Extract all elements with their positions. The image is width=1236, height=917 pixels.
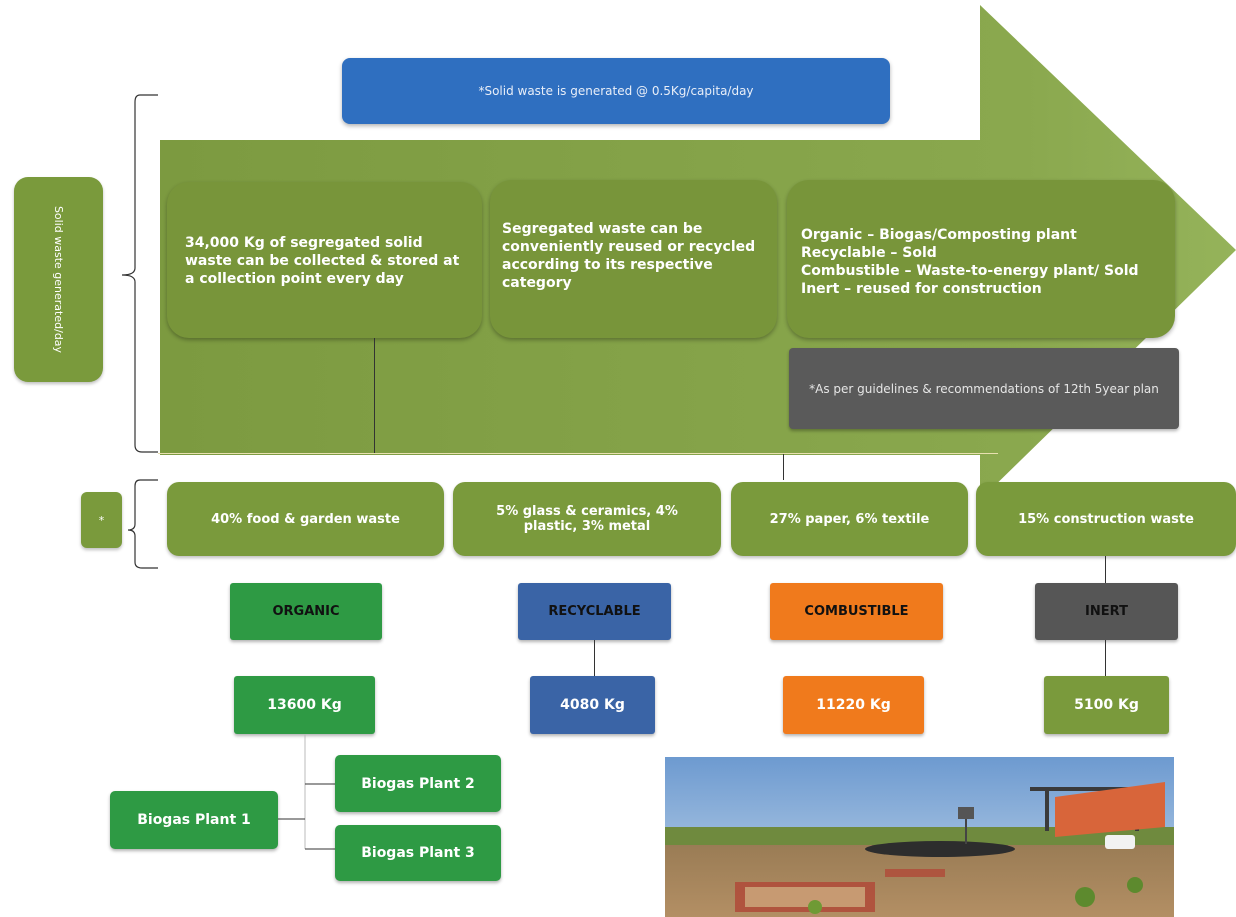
quantity-recyclable: 4080 Kg: [530, 676, 655, 734]
category-inert: INERT: [1035, 583, 1178, 640]
generation-rate-banner: *Solid waste is generated @ 0.5Kg/capita…: [342, 58, 890, 124]
step-collection: 34,000 Kg of segregated solid waste can …: [167, 182, 482, 338]
biogas-plant-1: Biogas Plant 1: [110, 791, 278, 849]
biogas-plant-1-label: Biogas Plant 1: [137, 812, 251, 828]
side-label-box: Solid waste generated/day: [14, 177, 103, 382]
category-recyclable-label: RECYCLABLE: [548, 604, 641, 619]
step-disposal: Organic – Biogas/Composting plant Recycl…: [787, 180, 1175, 338]
connector: [158, 453, 998, 454]
quantity-recyclable-value: 4080 Kg: [560, 697, 625, 713]
composition-inert: 15% construction waste: [976, 482, 1236, 556]
biogas-plant-3: Biogas Plant 3: [335, 825, 501, 881]
biogas-plant-2: Biogas Plant 2: [335, 755, 501, 812]
connector: [594, 640, 595, 676]
category-organic-label: ORGANIC: [272, 604, 340, 619]
category-inert-label: INERT: [1085, 604, 1128, 619]
small-label-text: *: [98, 513, 105, 527]
side-label-text: Solid waste generated/day: [52, 205, 66, 354]
connector: [1105, 640, 1106, 676]
quantity-inert-value: 5100 Kg: [1074, 697, 1139, 713]
quantity-organic-value: 13600 Kg: [267, 697, 342, 713]
biogas-plant-3-label: Biogas Plant 3: [361, 845, 475, 861]
step-disposal-text: Organic – Biogas/Composting plant Recycl…: [801, 227, 1139, 297]
category-combustible: COMBUSTIBLE: [770, 583, 943, 640]
connector: [783, 454, 784, 480]
step-reuse-text: Segregated waste can be conveniently reu…: [502, 221, 756, 291]
composition-combustible: 27% paper, 6% textile: [731, 482, 968, 556]
category-recyclable: RECYCLABLE: [518, 583, 671, 640]
quantity-combustible: 11220 Kg: [783, 676, 924, 734]
composition-recyclable: 5% glass & ceramics, 4% plastic, 3% meta…: [453, 482, 721, 556]
biogas-connectors: [278, 734, 336, 850]
quantity-combustible-value: 11220 Kg: [816, 697, 891, 713]
left-bracket: [121, 94, 158, 569]
composition-recyclable-text: 5% glass & ceramics, 4% plastic, 3% meta…: [496, 504, 678, 534]
small-label-box: *: [81, 492, 122, 548]
connector: [374, 338, 375, 454]
guideline-note: *As per guidelines & recommendations of …: [789, 348, 1179, 429]
category-organic: ORGANIC: [230, 583, 382, 640]
quantity-organic: 13600 Kg: [234, 676, 375, 734]
biogas-site-photo: [665, 757, 1174, 917]
step-reuse: Segregated waste can be conveniently reu…: [490, 180, 777, 338]
biogas-plant-2-label: Biogas Plant 2: [361, 775, 475, 792]
generation-rate-text: *Solid waste is generated @ 0.5Kg/capita…: [478, 84, 754, 98]
category-combustible-label: COMBUSTIBLE: [804, 604, 909, 619]
composition-combustible-text: 27% paper, 6% textile: [769, 511, 930, 527]
step-collection-text: 34,000 Kg of segregated solid waste can …: [185, 235, 460, 287]
guideline-note-text: *As per guidelines & recommendations of …: [809, 381, 1159, 396]
quantity-inert: 5100 Kg: [1044, 676, 1169, 734]
composition-organic: 40% food & garden waste: [167, 482, 444, 556]
connector: [1105, 556, 1106, 583]
composition-organic-text: 40% food & garden waste: [211, 511, 400, 527]
composition-inert-text: 15% construction waste: [1018, 511, 1194, 527]
